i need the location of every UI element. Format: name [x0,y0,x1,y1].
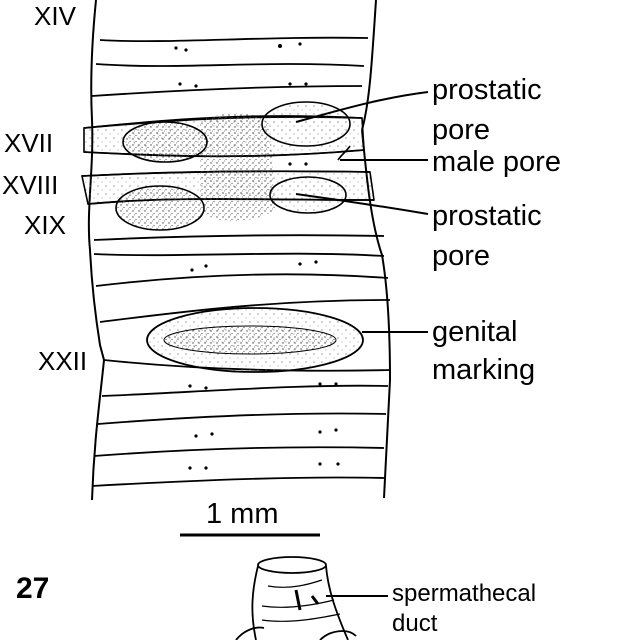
annotation-spermathecal-duct-line1: spermathecal [392,580,537,607]
prostatic-pad-upper-left [122,121,208,163]
leader-prostatic-upper [295,91,429,123]
annotation-genital-marking-line1: genital [432,316,518,348]
annotation-genital-marking-line2: marking [432,354,536,386]
scale-bar-label: 1 mm [206,498,279,530]
segment-label-xxii: XXII [38,346,88,376]
segment-label-xviii: XVIII [2,170,59,200]
prostatic-pad-lower-left [115,185,205,231]
body-left-edge [87,0,106,501]
leader-prostatic-lower [295,193,429,215]
genital-marking-shape [146,307,364,373]
spermathecal-drawing [235,556,357,640]
prostatic-region [81,101,375,231]
setae-dots [174,42,340,470]
male-pore-mark [337,145,351,161]
figure-number: 27 [16,572,50,605]
annotation-male-pore: male pore [432,146,561,178]
prostatic-pad-upper-right [261,101,351,147]
leader-lines [295,91,429,597]
segment-label-xix: XIX [24,210,66,240]
annotation-prostatic-pore-lower-line2: pore [432,240,491,272]
worm-body [87,0,392,501]
body-right-edge [360,0,392,499]
annotation-prostatic-pore-lower-line1: prostatic [432,200,542,232]
annotation-spermathecal-duct-line2: duct [392,610,438,637]
segment-label-xvii: XVII [4,128,54,158]
annotation-prostatic-pore-upper-line2: pore [432,114,491,146]
connecting-stipple [200,113,275,222]
segment-furrows [81,36,391,487]
segment-label-xiv: XIV [34,1,76,31]
annotation-prostatic-pore-upper-line1: prostatic [432,74,542,106]
